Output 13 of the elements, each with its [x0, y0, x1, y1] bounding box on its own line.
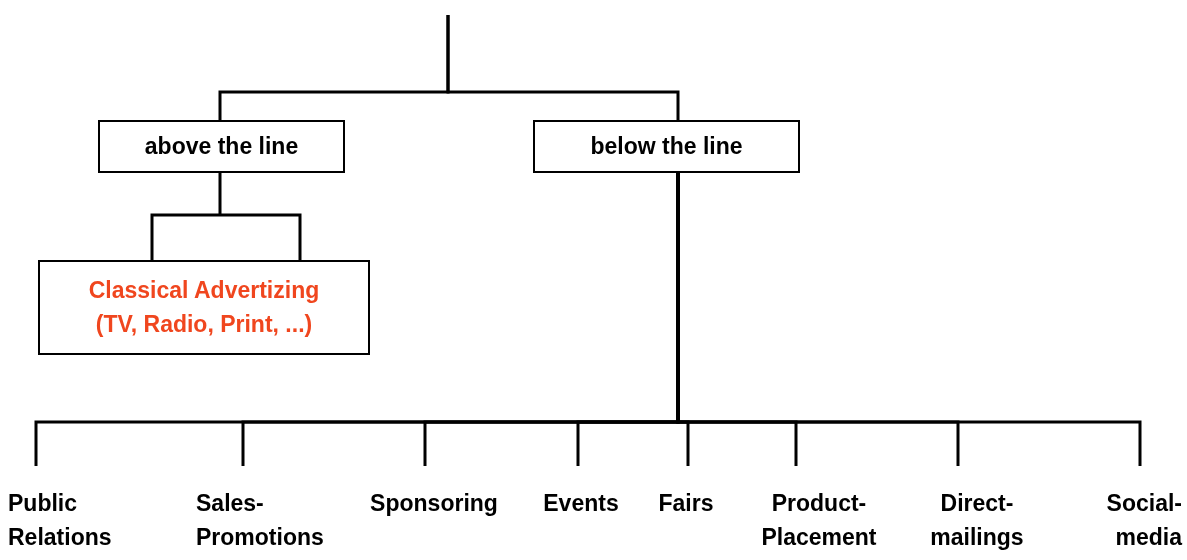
channel-label: Sales- Promotions [196, 466, 356, 556]
category-box: Classical Advertizing (TV, Radio, Print, ...) [38, 260, 370, 355]
channel-label: Direct- mailings [918, 466, 1036, 556]
channel-label: Social- media [1082, 466, 1182, 556]
category-box: above the line [98, 120, 345, 173]
channel-label: Sponsoring [358, 466, 510, 556]
connector-line [446, 15, 680, 120]
channel-label: Product- Placement [748, 466, 890, 556]
connector-line [150, 171, 302, 262]
channel-label: Events [533, 466, 629, 556]
channel-label: Public Relations [8, 466, 148, 556]
category-box: below the line [533, 120, 800, 173]
channel-label: Fairs [650, 466, 722, 556]
